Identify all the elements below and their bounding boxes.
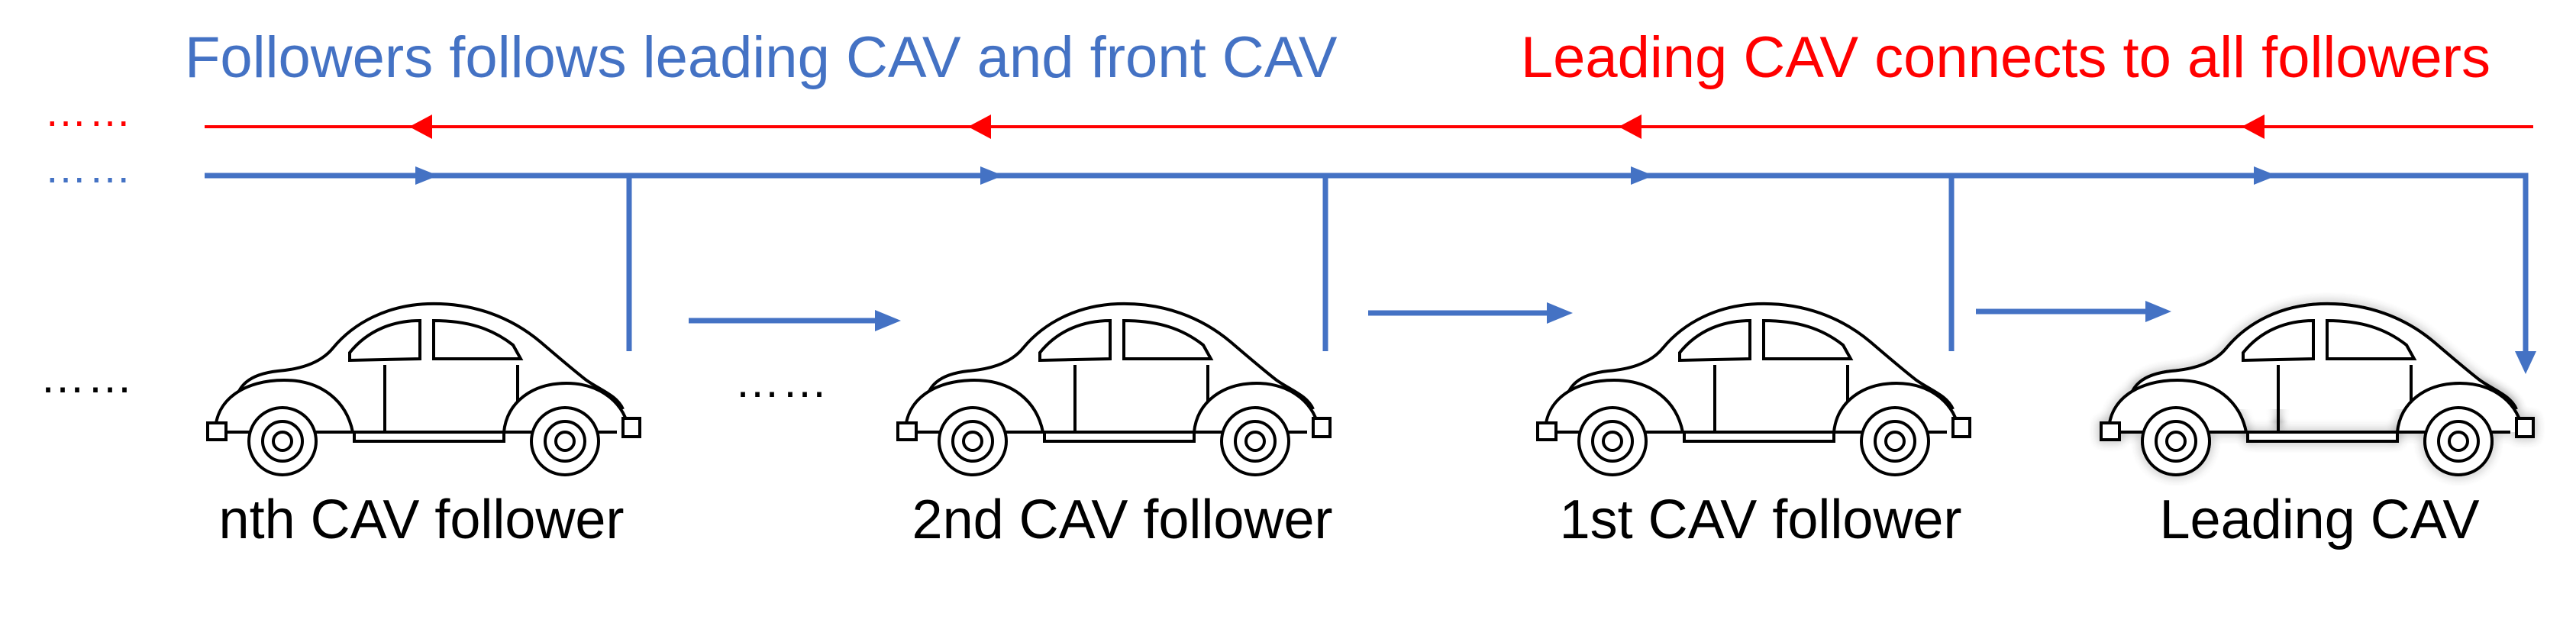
- car-label-nth-follower: nth CAV follower: [218, 489, 625, 550]
- front-cav-arrowhead: [1547, 302, 1573, 324]
- left-platoon-ellipsis: ……: [40, 351, 134, 402]
- blue-link-ellipsis: ……: [44, 144, 133, 192]
- car-icon-leading: [2100, 302, 2535, 476]
- follower-rule-caption: Followers follows leading CAV and front …: [185, 25, 1338, 90]
- front-cav-arrowhead: [2145, 301, 2171, 322]
- front-cav-arrowhead: [875, 310, 901, 331]
- follower-link-line: [205, 173, 2529, 359]
- car-icon: [206, 302, 641, 476]
- car-label-leading-cav: Leading CAV: [2159, 489, 2480, 550]
- follower-arrowhead: [1631, 166, 1654, 185]
- follower-arrowhead: [2515, 351, 2536, 374]
- follower-arrowhead: [980, 166, 1003, 185]
- car-icon: [896, 302, 1332, 476]
- car-icon: [1536, 302, 1971, 476]
- car-label-2nd-follower: 2nd CAV follower: [912, 489, 1333, 550]
- leader-arrowhead: [1619, 115, 1641, 139]
- red-link-ellipsis: ……: [44, 87, 133, 135]
- leader-arrowhead: [2242, 115, 2264, 139]
- follower-arrowhead: [415, 166, 438, 185]
- leader-arrowhead: [409, 115, 432, 139]
- leader-rule-caption: Leading CAV connects to all followers: [1520, 25, 2490, 90]
- follower-arrowhead: [2254, 166, 2277, 185]
- middle-platoon-ellipsis: ……: [734, 356, 829, 407]
- leader-arrowhead: [968, 115, 991, 139]
- car-label-1st-follower: 1st CAV follower: [1559, 489, 1962, 550]
